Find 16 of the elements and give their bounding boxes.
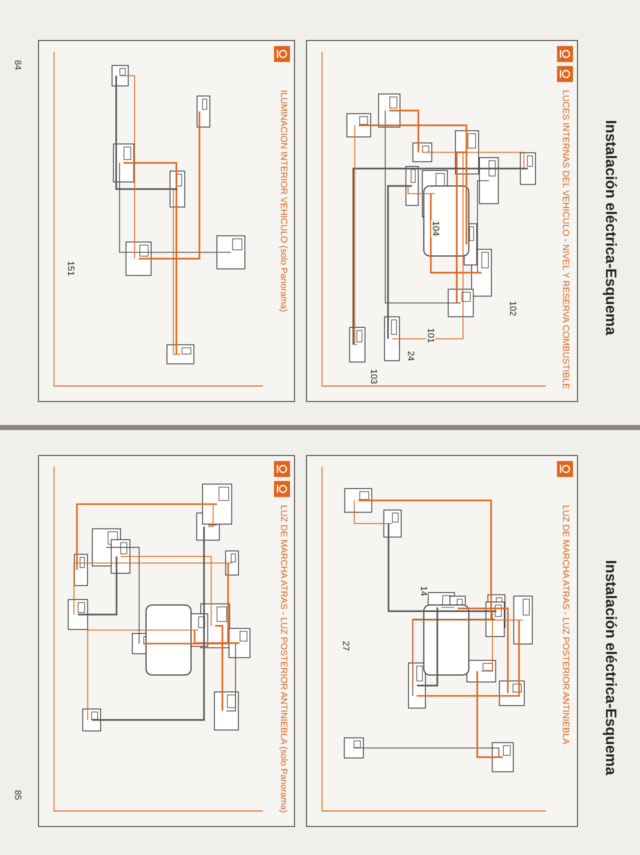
panel-title: LUCES INTERNAS DEL VEHICULO - NIVEL Y RESERVA COMBUSTIBLE — [561, 90, 570, 390]
panel-title: LUZ DE MARCHA ATRAS - LUZ POSTERIOR ANTINIEBLA (solo Panorama) — [279, 505, 288, 813]
callout-number: 151 — [66, 260, 75, 278]
page-number: 84 — [13, 60, 22, 70]
panel-title: ILUMINACION INTERIOR VEHICULO (solo Panorama) — [279, 90, 288, 312]
panel-title: LUZ DE MARCHA ATRAS - LUZ POSTERIOR ANTINIEBLA — [561, 505, 570, 744]
callout-number: 102 — [508, 300, 517, 318]
callout-number: 27 — [341, 640, 350, 652]
callout-number: 103 — [369, 368, 378, 386]
callout-number: 24 — [406, 350, 415, 362]
page-heading: Instalación eléctrica-Esquema — [603, 560, 618, 776]
callout-number: 104 — [431, 220, 440, 238]
page-heading: Instalación eléctrica-Esquema — [603, 120, 618, 336]
page-number: 85 — [13, 790, 22, 800]
callout-number: 14 — [419, 585, 428, 598]
callout-number: 101 — [426, 327, 435, 344]
